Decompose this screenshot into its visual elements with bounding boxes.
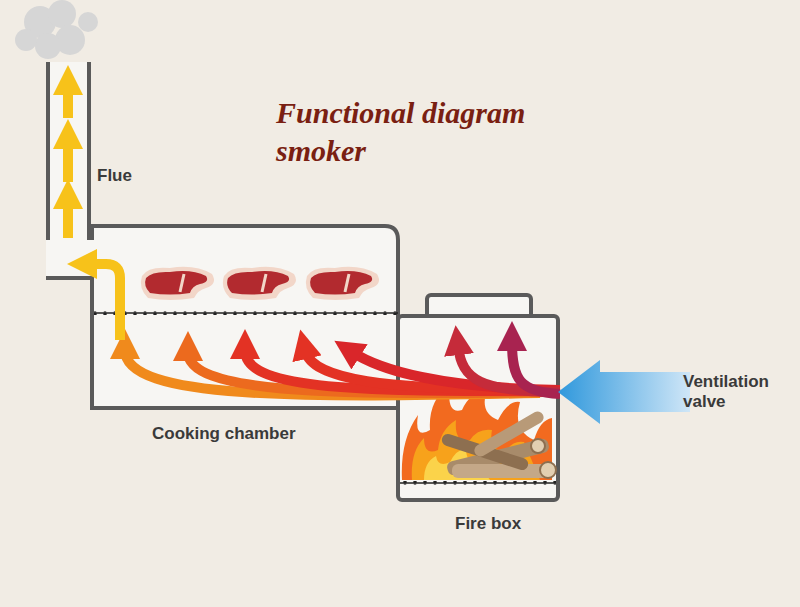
flue-opening [90,240,95,260]
air-flow-arrows [68,86,560,395]
fire-box [398,316,558,500]
diagram-title: Functional diagram smoker [276,94,576,170]
part-label: Ventilation valve [683,372,791,412]
part-label: Cooking chamber [152,424,352,444]
flue-joint [46,240,92,276]
flue-pipe [89,62,100,238]
part-label: Flue [97,166,177,186]
firewood [440,409,556,478]
grill-rack [94,311,398,315]
steaks [141,267,379,300]
smoke [15,0,98,59]
fire-grate [400,481,556,485]
flue-inner [50,62,87,240]
part-label: Fire box [455,514,575,534]
ventilation-arrow [558,360,690,424]
